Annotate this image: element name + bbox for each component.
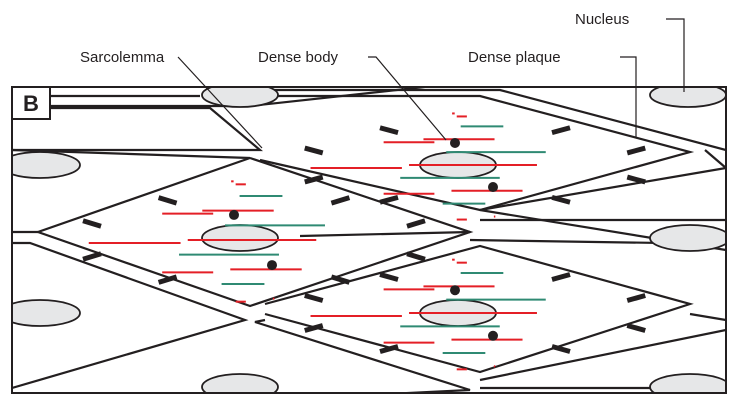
dense-body xyxy=(229,209,239,220)
nucleus-2 xyxy=(649,87,726,108)
dense-body xyxy=(488,182,498,193)
dense-plaque xyxy=(551,194,571,205)
dense-plaque xyxy=(157,195,178,206)
dense-plaque xyxy=(626,293,646,303)
label-nucleus: Nucleus xyxy=(575,11,629,28)
nucleus-1 xyxy=(201,87,279,108)
dense-plaque xyxy=(304,145,324,156)
label-sarcolemma: Sarcolemma xyxy=(80,49,165,66)
dense-body xyxy=(450,285,460,296)
dense-plaque xyxy=(379,125,399,136)
nucleus-3 xyxy=(12,151,81,179)
dense-plaque xyxy=(406,218,426,229)
dense-plaque xyxy=(330,274,351,285)
nuclei xyxy=(12,87,726,393)
dense-plaque xyxy=(157,274,178,285)
dense-plaque xyxy=(551,125,571,136)
dense-body xyxy=(267,260,277,271)
panel-letter-box xyxy=(11,86,51,120)
dense-plaques xyxy=(82,125,646,354)
leader-dense-body xyxy=(368,56,447,141)
dense-body xyxy=(450,137,460,148)
nucleus-6 xyxy=(649,224,726,252)
dense-plaque xyxy=(626,145,646,156)
dense-plaque xyxy=(82,218,102,229)
filaments xyxy=(88,112,546,371)
nucleus-9 xyxy=(201,373,279,393)
leader-dense-plaque xyxy=(620,56,637,138)
nucleus-7 xyxy=(12,299,81,327)
label-dense-plaque: Dense plaque xyxy=(468,49,561,66)
dense-bodies xyxy=(229,137,498,341)
dense-body xyxy=(488,330,498,341)
cell-field xyxy=(12,87,726,393)
dense-plaque xyxy=(304,174,324,185)
dense-plaque xyxy=(304,323,324,333)
dense-plaque xyxy=(551,272,571,282)
dense-plaque xyxy=(330,195,351,206)
leader-sarcolemma xyxy=(177,56,263,149)
nucleus-10 xyxy=(649,373,726,393)
nucleus-5 xyxy=(201,224,279,252)
dense-plaque xyxy=(82,251,102,262)
panel-border xyxy=(11,86,727,394)
dense-plaque xyxy=(304,293,324,303)
dense-plaque xyxy=(406,251,426,262)
dense-plaque xyxy=(626,323,646,333)
dense-plaque xyxy=(551,344,571,354)
dense-plaque xyxy=(626,174,646,185)
dense-plaque xyxy=(379,194,399,205)
dense-plaque xyxy=(379,344,399,354)
dense-plaque xyxy=(379,272,399,282)
leader-nucleus xyxy=(666,18,685,92)
panel-letter: B xyxy=(23,91,39,116)
sarcolemma-outlines xyxy=(12,87,726,393)
label-dense-body: Dense body xyxy=(258,49,339,66)
